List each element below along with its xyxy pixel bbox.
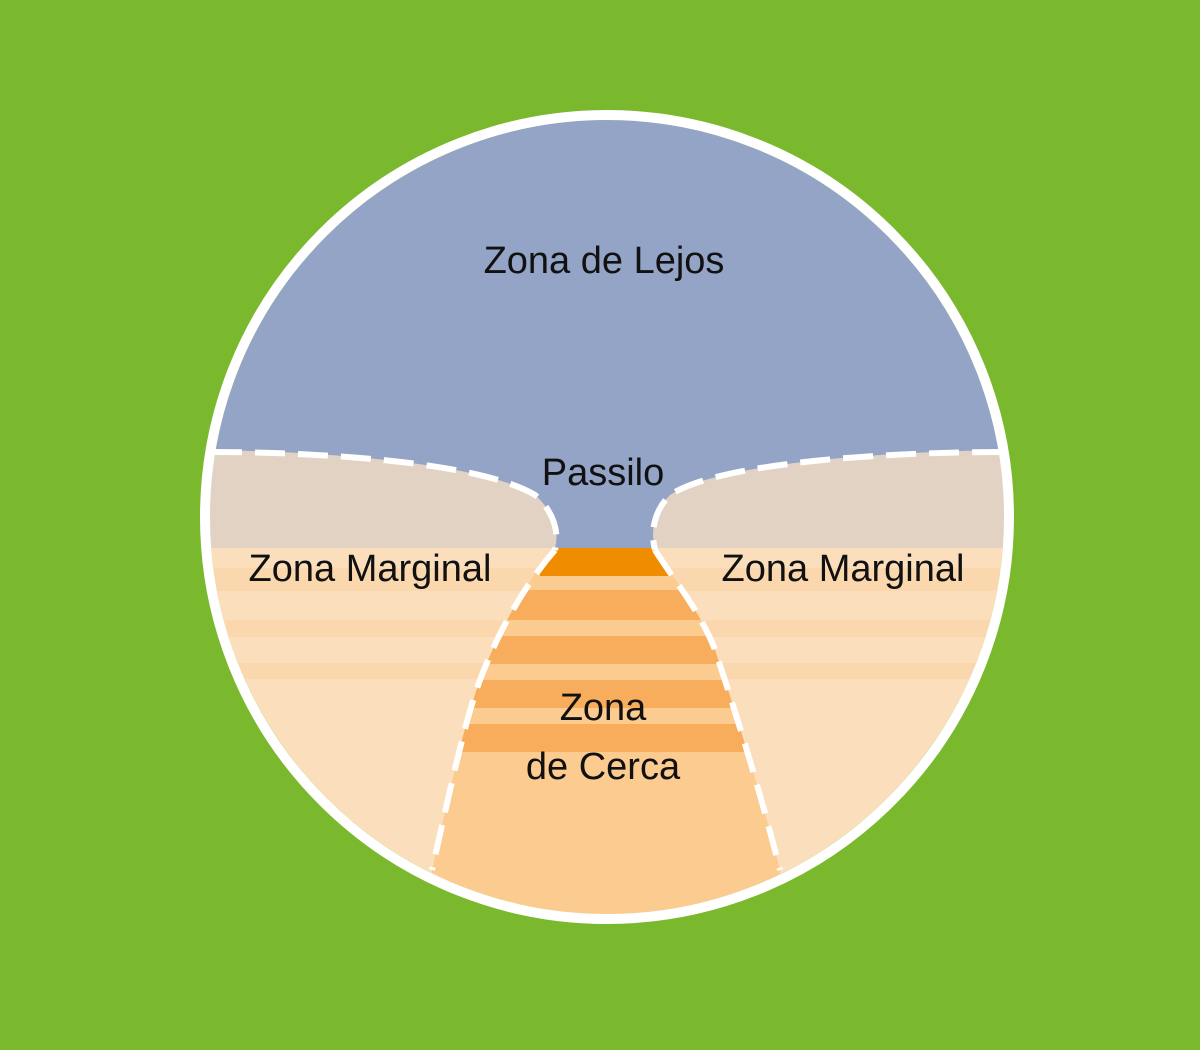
near-band [432, 724, 780, 752]
boundary-right-upper [650, 449, 1003, 551]
boundary-right-lower [652, 548, 783, 871]
near-label-line2: de Cerca [526, 746, 681, 788]
near-band [432, 680, 780, 708]
marginal-zone-upper-right [653, 450, 1004, 548]
corridor-label: Passilo [542, 452, 665, 494]
marginal-left-label: Zona Marginal [249, 548, 492, 590]
zone-boundaries [211, 449, 1003, 871]
near-label-line1: Zona [560, 687, 647, 729]
marginal-zone-upper-left [210, 450, 557, 548]
far-zone [210, 120, 1004, 548]
boundary-left-upper [211, 449, 560, 551]
corridor-top-band [540, 548, 670, 576]
lens-outline [200, 110, 1014, 924]
marginal-right-label: Zona Marginal [722, 548, 965, 590]
boundary-left-lower [429, 548, 558, 871]
far-zone-label: Zona de Lejos [484, 240, 725, 282]
